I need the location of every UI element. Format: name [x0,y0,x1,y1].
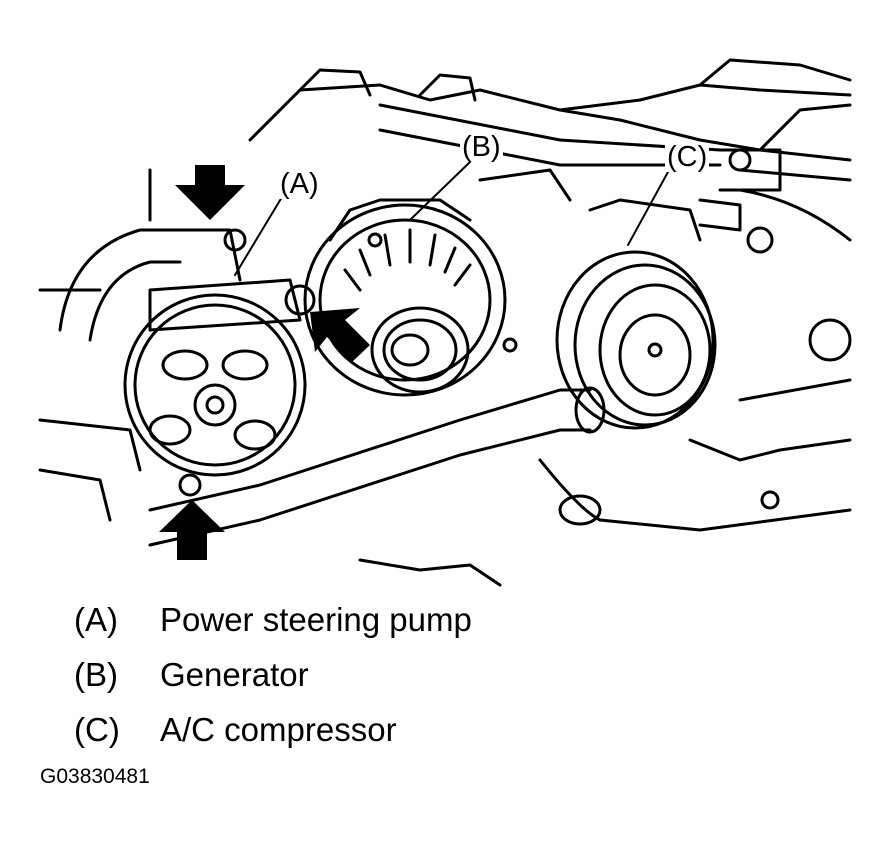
engine-illustration: (A) (B) (C) [38,58,852,587]
legend: (A) Power steering pump (B) Generator (C… [74,592,834,757]
callout-c: (C) [665,141,710,173]
legend-key: (C) [74,710,120,748]
legend-text: Power steering pump [160,600,472,638]
figure-code: G03830481 [40,765,150,788]
legend-key: (B) [74,655,118,693]
ac-compressor [555,148,752,430]
legend-item: (C) A/C compressor [74,702,834,757]
engine-block-outline [38,58,852,587]
callout-a: (A) [278,168,321,200]
arrow-down-icon [175,165,245,220]
legend-item: (A) Power steering pump [74,592,834,647]
arrow-up-icon [159,500,225,560]
legend-text: A/C compressor [160,710,397,748]
callout-leader-lines [234,161,669,276]
legend-text: Generator [160,655,309,693]
power-steering-pump [123,228,316,497]
callout-b: (B) [460,131,503,163]
legend-item: (B) Generator [74,647,834,702]
arrow-diagonal-icon [310,308,370,362]
generator [303,198,518,397]
legend-key: (A) [74,600,118,638]
